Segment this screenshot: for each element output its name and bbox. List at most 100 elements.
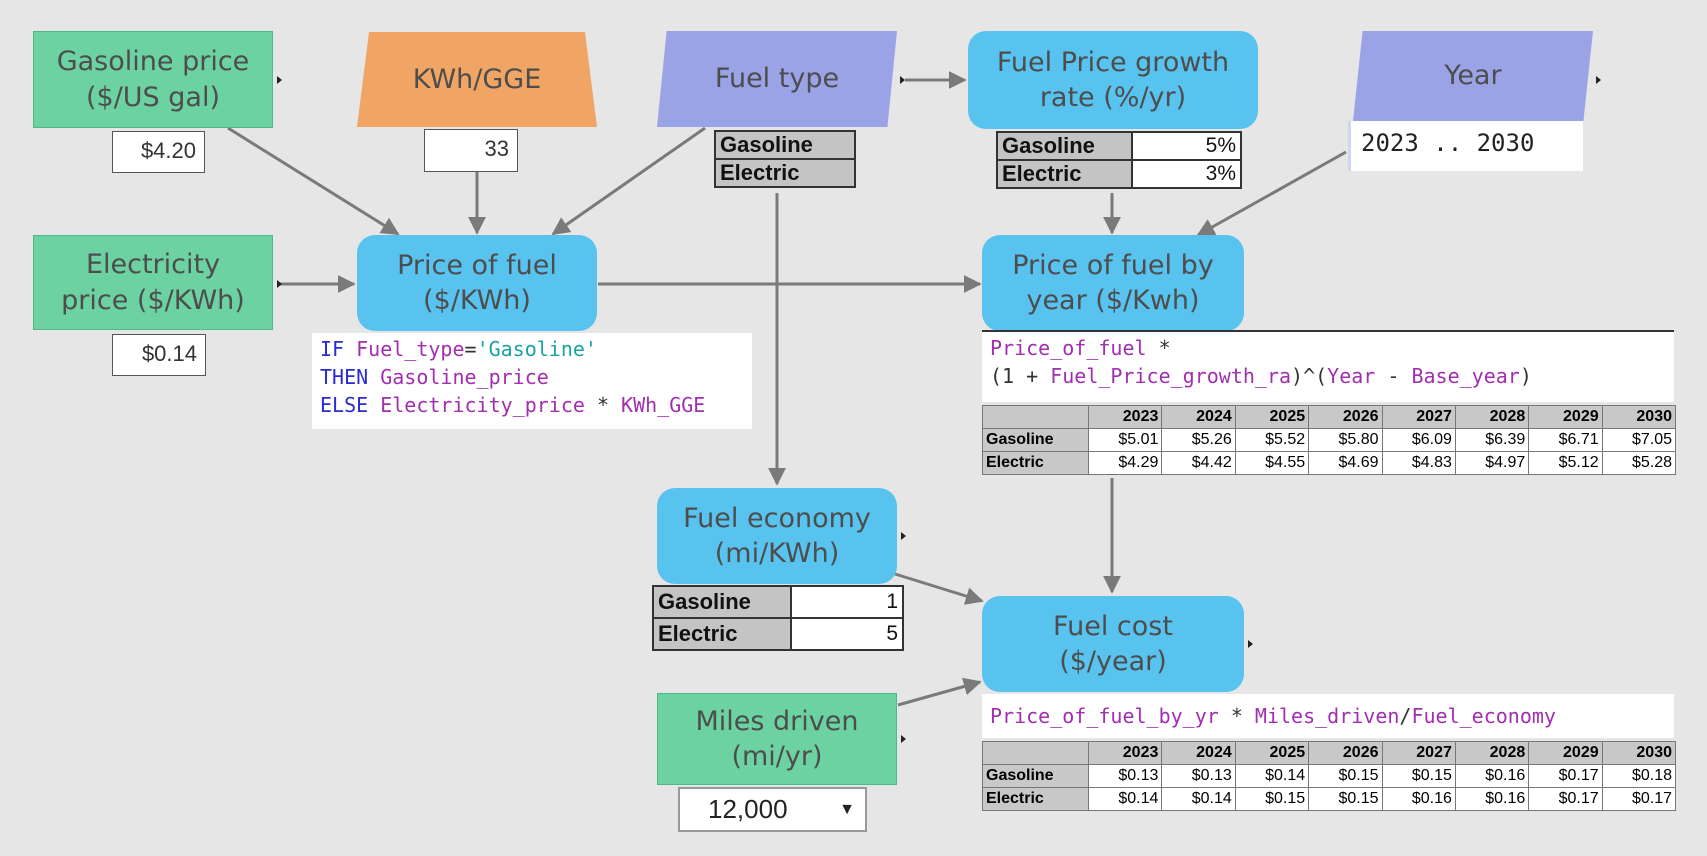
miles-driven-dropdown[interactable]: 12,000 ▼ bbox=[678, 787, 867, 832]
table-row: Gasoline 5% bbox=[996, 131, 1242, 161]
year-output-icon bbox=[1596, 76, 1601, 84]
fuel-type-item: Gasoline bbox=[714, 130, 856, 160]
year-header: 2029 bbox=[1528, 405, 1603, 429]
price-of-fuel-label: Price of fuel ($/KWh) bbox=[397, 249, 557, 316]
code-keyword: IF bbox=[320, 337, 345, 361]
year-header: 2023 bbox=[1087, 405, 1163, 429]
electricity-price-label: Electricity price ($/KWh) bbox=[61, 249, 245, 316]
code-operator: * bbox=[584, 393, 622, 417]
year-header: 2024 bbox=[1161, 405, 1236, 429]
gasoline-price-input[interactable]: $4.20 bbox=[112, 131, 205, 173]
table-cell: $0.16 bbox=[1454, 764, 1530, 788]
growth-rate-row-label: Electric bbox=[996, 159, 1133, 189]
code-operator: = bbox=[464, 337, 477, 361]
fuel-type-label: Fuel type bbox=[714, 63, 840, 95]
year-node[interactable]: Year bbox=[1353, 31, 1593, 121]
electricity-price-output-icon bbox=[277, 280, 282, 288]
gasoline-price-node[interactable]: Gasoline price ($/US gal) bbox=[33, 31, 273, 128]
table-cell: $6.71 bbox=[1528, 428, 1603, 452]
table-row: Electric $0.14 $0.14 $0.15 $0.15 $0.16 $… bbox=[982, 787, 1677, 811]
table-cell: $4.97 bbox=[1454, 451, 1530, 475]
year-header: 2025 bbox=[1234, 741, 1310, 765]
row-label: Electric bbox=[982, 451, 1089, 475]
code-identifier: Gasoline_price bbox=[380, 365, 549, 389]
code-operator: - bbox=[1375, 364, 1412, 388]
price-by-year-node[interactable]: Price of fuel by year ($/Kwh) bbox=[982, 235, 1244, 331]
table-row: Electric 3% bbox=[996, 159, 1242, 189]
chevron-down-icon: ▼ bbox=[839, 800, 855, 818]
miles-driven-value: 12,000 bbox=[708, 794, 788, 824]
price-by-year-label: Price of fuel by year ($/Kwh) bbox=[1012, 249, 1214, 316]
table-row: Gasoline $0.13 $0.13 $0.14 $0.15 $0.15 $… bbox=[982, 764, 1677, 788]
code-operator: / bbox=[1399, 704, 1412, 728]
price-of-fuel-node[interactable]: Price of fuel ($/KWh) bbox=[357, 235, 597, 331]
kwh-gge-input[interactable]: 33 bbox=[424, 129, 518, 172]
code-identifier: Year bbox=[1327, 364, 1376, 388]
arrow-gasoline-to-price bbox=[227, 126, 400, 236]
growth-rate-value[interactable]: 5% bbox=[1131, 131, 1242, 161]
table-cell: $7.05 bbox=[1601, 428, 1677, 452]
table-cell: $0.13 bbox=[1087, 764, 1163, 788]
growth-rate-node[interactable]: Fuel Price growth rate (%/yr) bbox=[968, 31, 1258, 129]
year-header: 2030 bbox=[1601, 741, 1677, 765]
fuel-economy-value[interactable]: 1 bbox=[790, 585, 904, 619]
table-row: Gasoline 1 bbox=[652, 585, 904, 619]
code-identifier: Fuel_type bbox=[356, 337, 465, 361]
table-cell: $4.69 bbox=[1308, 451, 1383, 475]
code-identifier: Fuel_economy bbox=[1411, 704, 1556, 728]
code-operator: )^( bbox=[1291, 364, 1328, 388]
year-header: 2028 bbox=[1454, 741, 1530, 765]
fuel-type-output-icon bbox=[900, 76, 905, 84]
code-operator: * bbox=[1146, 336, 1171, 360]
table-cell: $5.01 bbox=[1087, 428, 1163, 452]
list-item: Gasoline bbox=[714, 130, 856, 160]
price-by-year-table: 2023 2024 2025 2026 2027 2028 2029 2030 … bbox=[982, 405, 1677, 475]
growth-rate-row-label: Gasoline bbox=[996, 131, 1133, 161]
gasoline-price-label: Gasoline price ($/US gal) bbox=[56, 46, 250, 113]
fuel-cost-formula: Price_of_fuel_by_yr * Miles_driven/Fuel_… bbox=[982, 694, 1674, 738]
table-cell: $0.13 bbox=[1161, 764, 1236, 788]
growth-rate-value[interactable]: 3% bbox=[1131, 159, 1242, 189]
year-header: 2027 bbox=[1381, 405, 1456, 429]
table-cell: $0.14 bbox=[1087, 787, 1163, 811]
fuel-economy-output-icon bbox=[901, 532, 906, 540]
table-cell: $5.28 bbox=[1601, 451, 1677, 475]
arrow-miles-to-cost bbox=[897, 677, 982, 707]
gasoline-price-output-icon bbox=[277, 76, 282, 84]
fuel-economy-value[interactable]: 5 bbox=[790, 617, 904, 651]
table-header-row: 2023 2024 2025 2026 2027 2028 2029 2030 bbox=[982, 405, 1677, 429]
fuel-economy-table: Gasoline 1 Electric 5 bbox=[652, 585, 904, 651]
miles-driven-label: Miles driven (mi/yr) bbox=[695, 705, 859, 772]
electricity-price-input[interactable]: $0.14 bbox=[112, 334, 206, 376]
code-identifier: Base_year bbox=[1411, 364, 1520, 388]
growth-rate-table: Gasoline 5% Electric 3% bbox=[996, 131, 1242, 189]
code-string: 'Gasoline' bbox=[476, 337, 597, 361]
row-label: Gasoline bbox=[982, 764, 1089, 788]
fuel-type-node[interactable]: Fuel type bbox=[657, 31, 897, 127]
arrow-year-to-pricebyyear bbox=[1196, 150, 1347, 237]
code-identifier: KWh_GGE bbox=[621, 393, 706, 417]
kwh-gge-node[interactable]: KWh/GGE bbox=[357, 32, 597, 127]
year-header: 2030 bbox=[1601, 405, 1677, 429]
table-cell: $5.12 bbox=[1528, 451, 1603, 475]
code-identifier: Fuel_Price_growth_ra bbox=[1050, 364, 1292, 388]
electricity-price-node[interactable]: Electricity price ($/KWh) bbox=[33, 235, 273, 330]
miles-driven-node[interactable]: Miles driven (mi/yr) bbox=[657, 693, 897, 785]
fuel-type-list: Gasoline Electric bbox=[714, 130, 856, 188]
year-definition[interactable]: 2023 .. 2030 bbox=[1348, 121, 1583, 171]
code-operator: * bbox=[1218, 704, 1255, 728]
table-cell: $5.26 bbox=[1161, 428, 1236, 452]
fuel-cost-label: Fuel cost ($/year) bbox=[1053, 610, 1173, 677]
fuel-economy-node[interactable]: Fuel economy (mi/KWh) bbox=[657, 488, 897, 584]
table-corner bbox=[982, 741, 1089, 765]
table-cell: $6.09 bbox=[1381, 428, 1456, 452]
fuel-cost-table: 2023 2024 2025 2026 2027 2028 2029 2030 … bbox=[982, 741, 1677, 811]
table-cell: $0.17 bbox=[1528, 787, 1603, 811]
table-cell: $4.42 bbox=[1161, 451, 1236, 475]
row-label: Gasoline bbox=[982, 428, 1089, 452]
code-identifier: Electricity_price bbox=[380, 393, 585, 417]
kwh-gge-label: KWh/GGE bbox=[412, 63, 542, 95]
arrow-economy-to-cost bbox=[894, 572, 984, 605]
fuel-cost-node[interactable]: Fuel cost ($/year) bbox=[982, 596, 1244, 692]
